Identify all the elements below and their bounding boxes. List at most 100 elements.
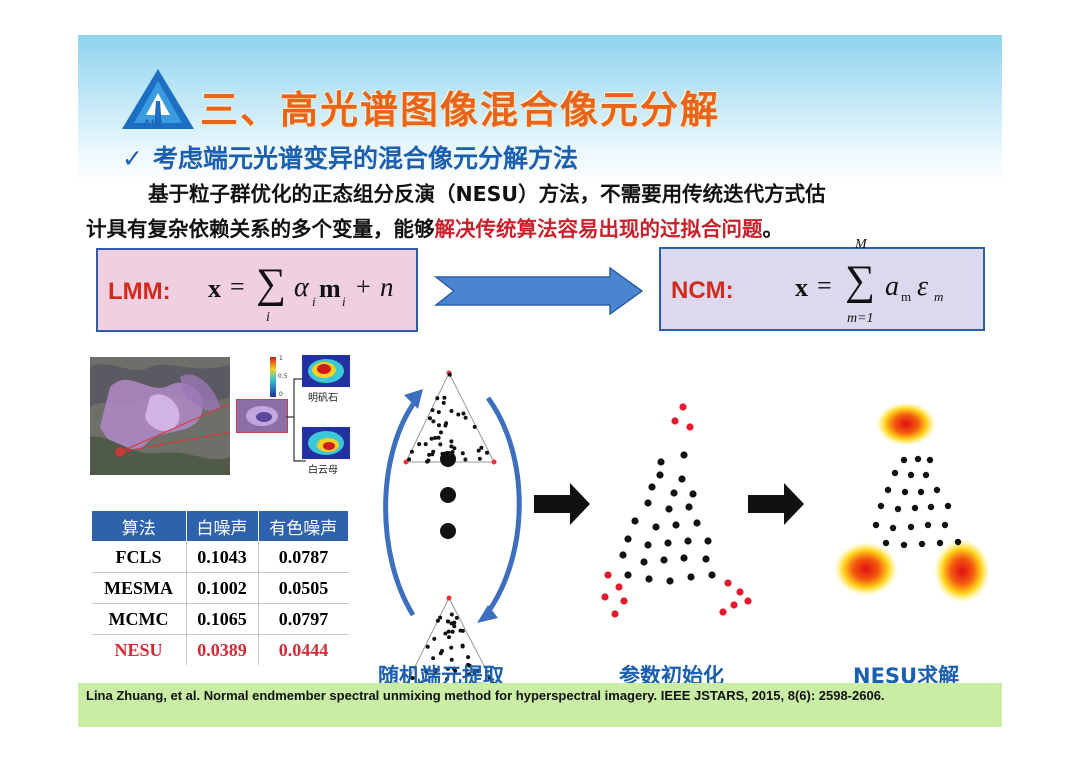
section-subtitle: ✓考虑端元光谱变异的混合像元分解方法 — [122, 139, 578, 175]
particle — [894, 505, 902, 513]
header-background — [78, 35, 1002, 185]
black-arrow-1 — [534, 483, 590, 525]
particle — [954, 538, 962, 546]
sample-point — [456, 412, 461, 417]
method-cell: NESU — [91, 634, 186, 665]
sample-point — [443, 631, 448, 636]
sample-point — [417, 442, 422, 447]
colored-noise-cell: 0.0797 — [257, 603, 349, 635]
sample-point — [487, 675, 492, 680]
sample-point — [423, 442, 428, 447]
method-cell: MESMA — [91, 572, 186, 604]
particle — [907, 523, 915, 531]
sample-point — [432, 636, 437, 641]
logo-text: AIR — [143, 118, 162, 130]
endmember-particle — [736, 588, 744, 596]
hotspot-right — [934, 539, 990, 603]
top-triangle — [403, 370, 497, 465]
ncm-coef-sub: m — [901, 289, 912, 304]
endmember-particle — [620, 597, 628, 605]
sample-point — [467, 672, 472, 677]
particle — [656, 471, 664, 479]
sample-point — [442, 395, 447, 400]
sample-point — [447, 635, 451, 640]
sample-point — [425, 644, 430, 649]
particle — [900, 541, 908, 549]
lmm-plus: + — [356, 272, 371, 301]
sample-point — [409, 449, 414, 454]
ncm-sum-lower: m=1 — [847, 311, 874, 326]
sample-point — [440, 649, 444, 653]
sample-point — [460, 644, 465, 649]
hotspot-left — [834, 542, 898, 596]
sample-point — [431, 419, 436, 424]
sample-point — [430, 408, 435, 413]
sample-point — [449, 409, 454, 413]
sample-point — [407, 457, 412, 462]
paragraph-line-2: 计具有复杂依赖关系的多个变量，能够解决传统算法容易出现的过拟合问题。 — [86, 212, 998, 247]
particle — [693, 519, 701, 527]
colored-noise-cell: 0.0505 — [257, 572, 349, 604]
ncm-epsilon: ε — [917, 271, 929, 302]
particle — [665, 505, 673, 513]
particle — [708, 571, 716, 579]
particle — [645, 575, 653, 583]
particle — [687, 573, 695, 581]
sample-point — [429, 436, 434, 441]
endmember-particle — [744, 597, 752, 605]
colorbar-tick-1: 1 — [279, 355, 283, 362]
table-header-row: 算法 白噪声 有色噪声 — [91, 510, 349, 542]
particle — [900, 456, 908, 464]
particle — [924, 521, 932, 529]
lmm-formula-box: LMM: x = ∑ i α i m i + n — [96, 248, 418, 332]
nesu-process-diagram — [383, 370, 990, 688]
particle — [936, 539, 944, 547]
sample-point — [475, 669, 480, 674]
endmember-particle — [615, 583, 623, 591]
particle — [644, 499, 652, 507]
particle — [678, 475, 686, 483]
alunite-abundance-map — [302, 355, 350, 387]
ncm-label: NCM: — [671, 277, 734, 304]
sample-point — [445, 677, 449, 682]
method-cell: MCMC — [91, 603, 186, 635]
particle — [901, 488, 909, 496]
sample-point — [476, 448, 481, 453]
curved-arrows — [383, 389, 522, 623]
particle — [911, 504, 919, 512]
colored-noise-cell: 0.0787 — [257, 541, 349, 573]
lmm-m: m — [319, 274, 341, 303]
sample-point — [479, 445, 484, 450]
particle — [666, 577, 674, 585]
sample-point — [435, 396, 440, 401]
sample-point — [437, 423, 441, 428]
header-white-noise: 白噪声 — [185, 510, 259, 542]
sample-point — [438, 615, 443, 620]
sample-point — [452, 446, 457, 451]
header-colored-noise: 有色噪声 — [257, 510, 349, 542]
ncm-equals: = — [817, 271, 832, 300]
sample-point — [431, 656, 436, 661]
subtitle-text: 考虑端元光谱变异的混合像元分解方法 — [152, 144, 578, 173]
ncm-coef: a — [885, 271, 899, 302]
sample-point — [460, 451, 465, 456]
particle — [640, 558, 648, 566]
vertex-point — [446, 595, 452, 601]
sample-point — [458, 628, 463, 633]
sample-point — [450, 629, 455, 634]
lmm-equals: = — [230, 272, 245, 301]
hotspot-top — [876, 402, 936, 446]
sample-point — [428, 416, 432, 421]
white-noise-cell: 0.0389 — [185, 634, 258, 665]
sample-point — [449, 612, 454, 617]
particle — [685, 503, 693, 511]
sample-point — [425, 459, 430, 464]
particle — [941, 521, 949, 529]
lmm-sum-index: i — [266, 310, 270, 325]
results-table: 算法 白噪声 有色噪声 FCLS 0.1043 0.0787 MESMA 0.1… — [91, 510, 349, 665]
particle — [704, 537, 712, 545]
sample-point — [449, 439, 454, 444]
particle — [680, 554, 688, 562]
colorbar-icon — [270, 357, 276, 397]
particle — [657, 458, 665, 466]
